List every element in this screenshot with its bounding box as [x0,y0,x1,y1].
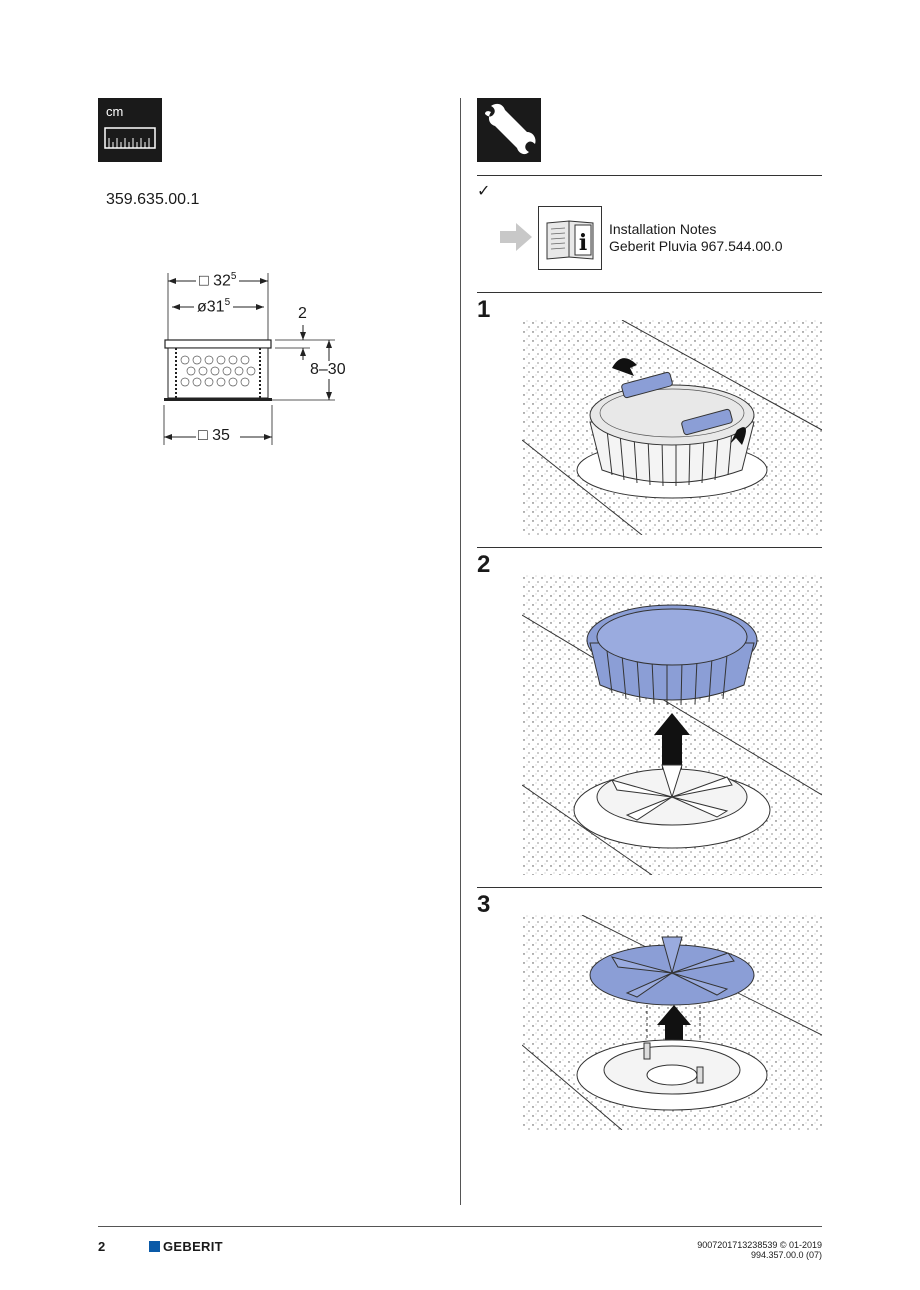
inner-diameter-dim: ø315 [194,297,234,317]
dimension-drawing: □ 325 ø315 2 8–30 □ 35 [150,265,370,455]
logo-square-icon [149,1241,160,1252]
step-2-illustration [521,575,823,880]
outer-square-dim: □ 325 [196,271,240,291]
outer-square-value: 32 [213,272,231,290]
base-square-value: 35 [212,427,230,444]
square-symbol: □ [199,272,209,290]
step-3-illustration [521,914,823,1135]
wrench-icon [477,98,541,162]
doc-info: 9007201713238539 © 01-2019 994.357.00.0 … [697,1240,822,1260]
step-2-number: 2 [477,551,491,578]
unit-label: cm [106,104,124,119]
brand-name: GEBERIT [163,1239,223,1254]
top-offset-dim: 2 [298,305,307,322]
inner-diameter-value: 31 [206,298,225,316]
info-line-1: Installation Notes [609,221,717,237]
article-number: 359.635.00.1 [106,191,200,208]
diameter-symbol: ø [197,298,207,316]
step-3-number: 3 [477,891,491,918]
base-square-dim: □ 35 [198,427,230,445]
doc-number: 994.357.00.0 (07) [750,1250,822,1260]
info-line-2: Geberit Pluvia 967.544.00.0 [609,238,783,254]
check-mark: ✓ [477,183,491,200]
page-number: 2 [98,1239,106,1254]
divider-step-2 [477,547,822,548]
footer-rule [98,1226,822,1227]
info-book-icon[interactable]: i [538,206,602,270]
doc-code: 9007201713238539 © 01-2019 [697,1240,822,1250]
height-range-dim: 8–30 [308,361,348,379]
step-1-illustration [521,319,823,540]
ruler-cm-icon: cm [98,98,162,162]
column-divider [460,98,461,1205]
info-text: Installation Notes Geberit Pluvia 967.54… [609,221,783,255]
divider-step-1 [477,292,822,293]
divider-prereq [477,175,822,176]
base-square-symbol: □ [198,427,208,444]
geberit-logo: GEBERIT [149,1239,223,1254]
step-1-number: 1 [477,296,491,323]
inner-diameter-sup: 5 [224,297,231,308]
arrow-right-icon [500,223,532,256]
divider-step-3 [477,887,822,888]
svg-text:i: i [579,230,587,256]
outer-square-sup: 5 [230,271,237,282]
